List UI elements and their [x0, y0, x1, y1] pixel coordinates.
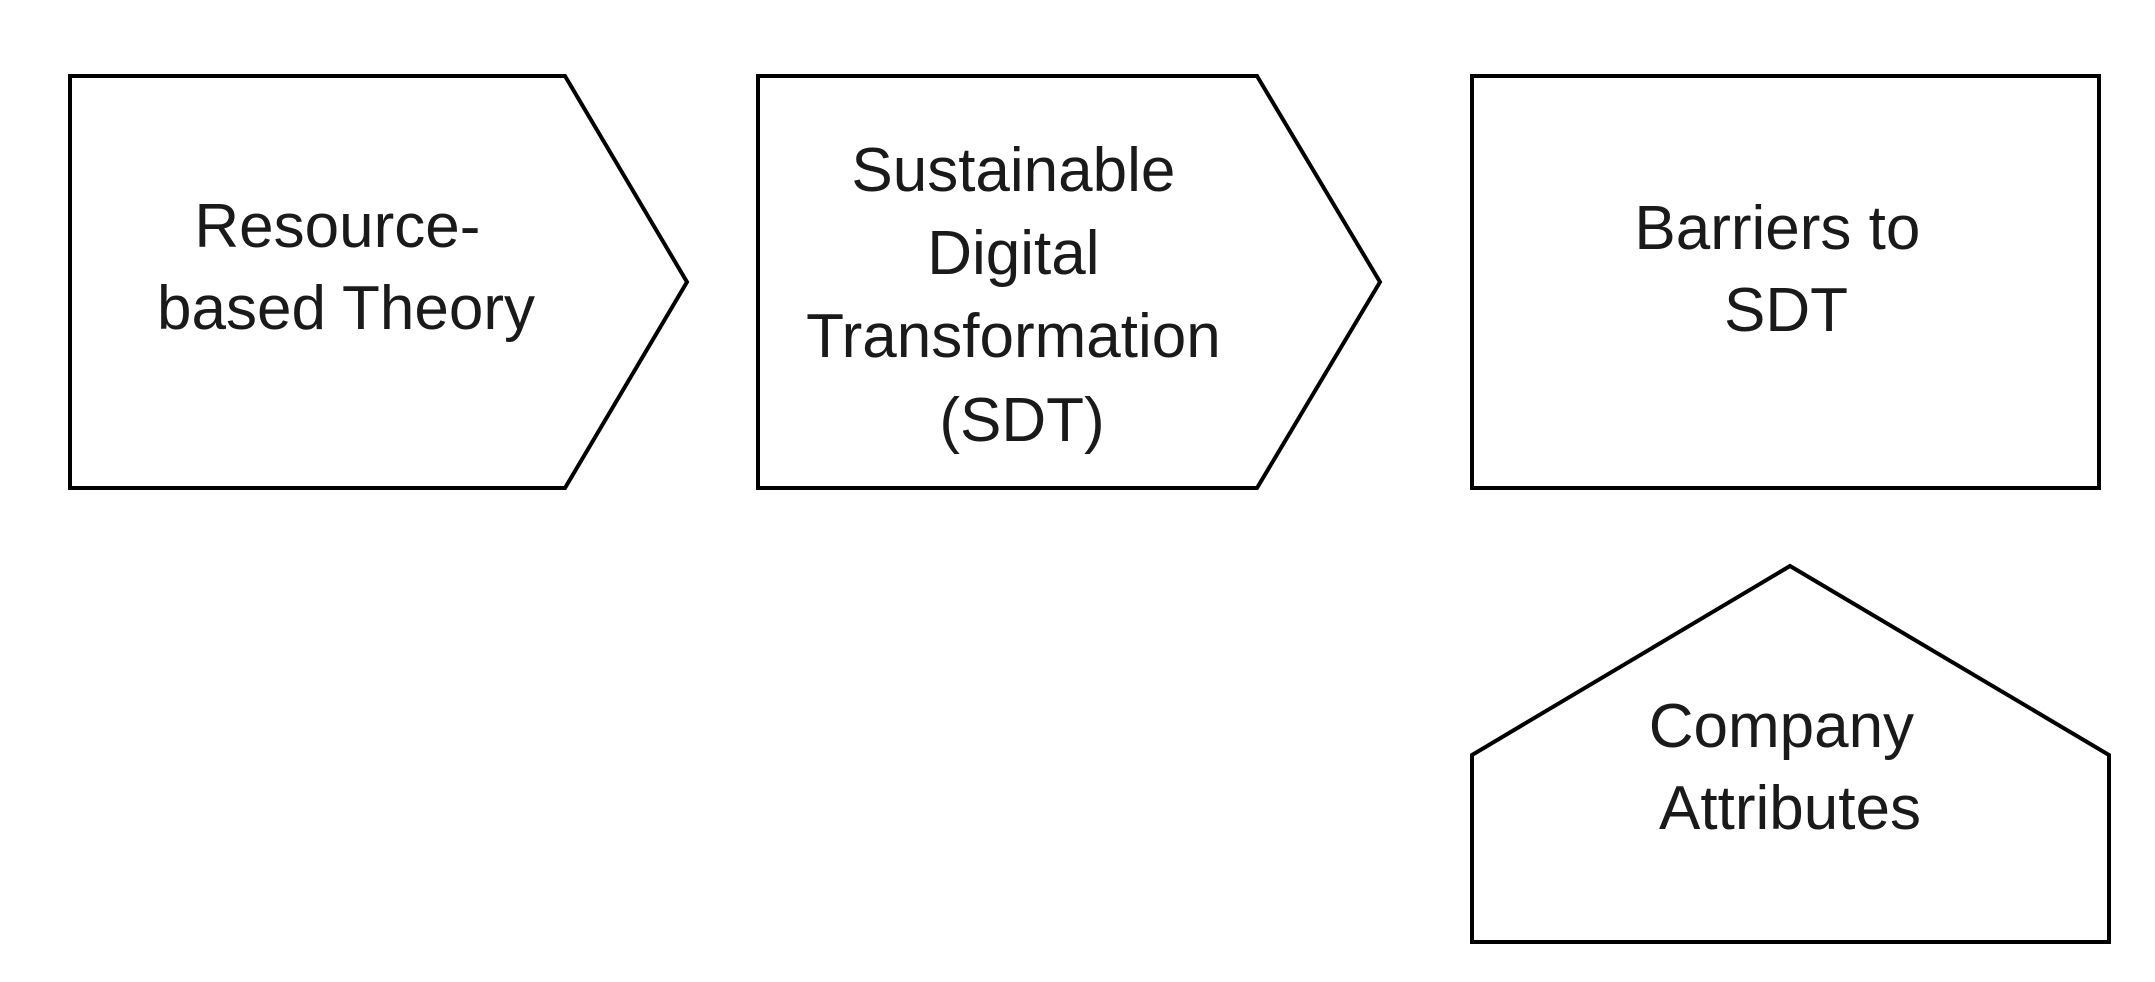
resource-based-theory-shape	[68, 74, 690, 490]
company-attributes-label: Company Attributes	[1649, 692, 1932, 843]
label-line: based Theory	[157, 274, 535, 343]
label-line: Transformation	[806, 302, 1221, 371]
node-barriers: Barriers to SDT	[1470, 74, 2101, 490]
barriers-shape	[1470, 74, 2101, 490]
barriers-label: Barriers to SDT	[1634, 194, 1937, 345]
sdt-shape	[756, 74, 1383, 490]
node-sdt: Sustainable Digital Transformation (SDT)	[756, 74, 1383, 490]
label-line: Sustainable	[851, 136, 1175, 205]
resource-based-theory-label: Resource- based Theory	[157, 192, 535, 343]
label-line: Barriers to	[1634, 194, 1920, 263]
label-line: Attributes	[1659, 774, 1921, 843]
company-attributes-outline	[1470, 563, 2111, 944]
node-resource-based-theory: Resource- based Theory	[68, 74, 690, 490]
label-line: Company	[1649, 692, 1914, 761]
label-line: Resource-	[194, 192, 480, 261]
label-line: (SDT)	[939, 386, 1104, 455]
sdt-label: Sustainable Digital Transformation (SDT)	[806, 136, 1238, 455]
label-line: Digital	[927, 219, 1099, 288]
node-company-attributes: Company Attributes	[1470, 563, 2111, 944]
label-line: SDT	[1724, 276, 1848, 345]
